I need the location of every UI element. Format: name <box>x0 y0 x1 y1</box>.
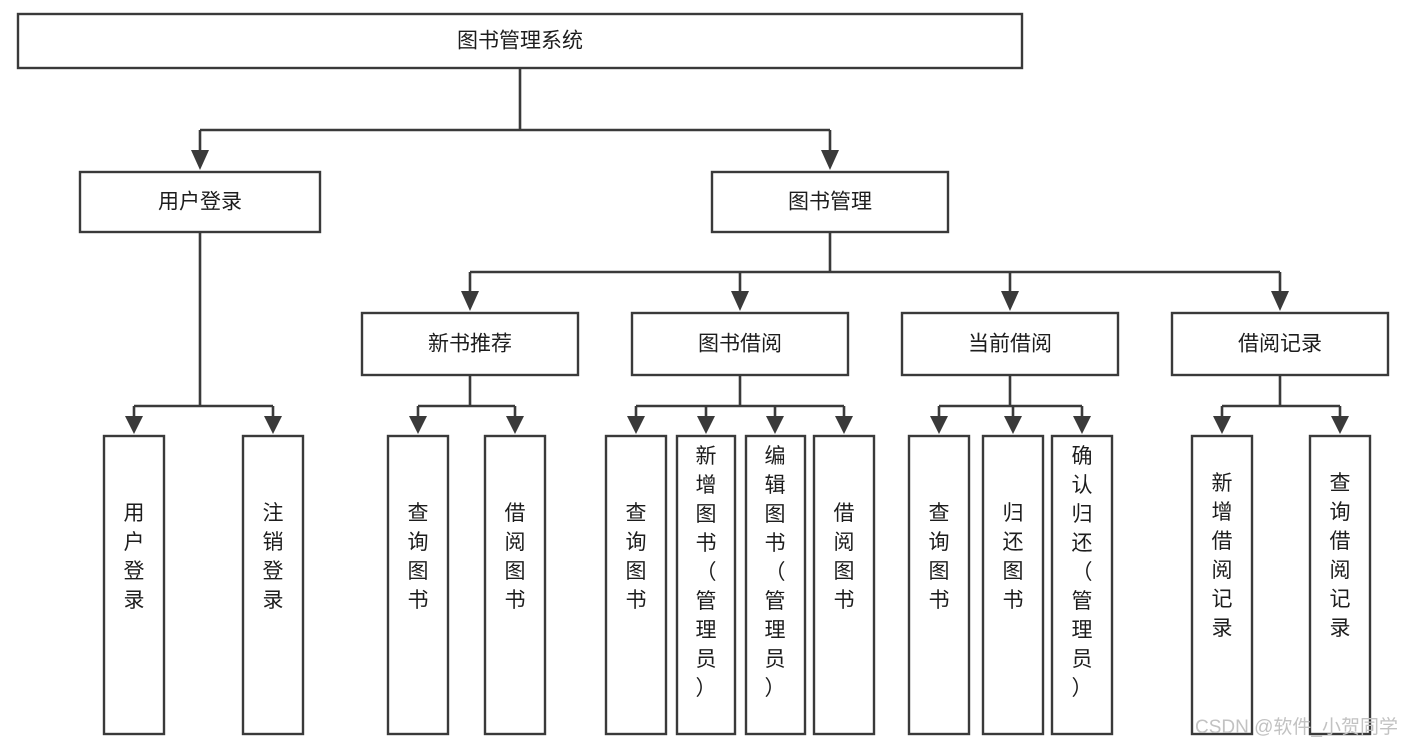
arrow-to-leaf-return-book <box>1004 416 1022 434</box>
node-leaf-query-book-recommend-box[interactable] <box>386 434 450 736</box>
node-leaf-query-book-current[interactable]: 查询图书 <box>907 434 971 736</box>
node-leaf-return-book[interactable]: 归还图书 <box>981 434 1045 736</box>
node-borrow-records-box[interactable] <box>1170 311 1390 377</box>
node-leaf-add-borrow-record-label: 新增借阅记录 <box>1212 472 1233 640</box>
arrow-to-leaf-borrow-book-recommend <box>506 416 524 434</box>
node-current-borrow-box[interactable] <box>900 311 1120 377</box>
node-book-borrow-label: 图书借阅 <box>698 333 782 356</box>
arrow-to-leaf-logout-login <box>264 416 282 434</box>
node-leaf-edit-book-admin-label: 编辑图书（管理员） <box>765 445 786 700</box>
arrow-to-current-borrow <box>1001 291 1019 311</box>
node-book-management-label: 图书管理 <box>788 191 872 214</box>
arrow-to-book-borrow <box>731 291 749 311</box>
node-root-label: 图书管理系统 <box>457 30 583 53</box>
node-user-login[interactable]: 用户登录 <box>78 170 322 234</box>
node-leaf-logout-login-label: 注销登录 <box>263 502 284 612</box>
node-leaf-borrow-book-recommend[interactable]: 借阅图书 <box>483 434 547 736</box>
node-leaf-query-borrow-record-box[interactable] <box>1308 434 1372 736</box>
node-leaf-return-book-label: 归还图书 <box>1003 502 1024 612</box>
node-root[interactable]: 图书管理系统 <box>16 12 1024 70</box>
node-leaf-logout-login[interactable]: 注销登录 <box>241 434 305 736</box>
node-leaf-borrow-book[interactable]: 借阅图书 <box>812 434 876 736</box>
node-leaf-query-borrow-record[interactable]: 查询借阅记录 <box>1308 434 1372 736</box>
node-leaf-query-book-current-box[interactable] <box>907 434 971 736</box>
node-leaf-query-book-borrow-label: 查询图书 <box>626 502 647 612</box>
node-book-management[interactable]: 图书管理 <box>710 170 950 234</box>
node-leaf-edit-book-admin-box[interactable] <box>744 434 807 736</box>
arrow-to-leaf-borrow-book <box>835 416 853 434</box>
node-book-borrow-box[interactable] <box>630 311 850 377</box>
node-leaf-query-book-current-label: 查询图书 <box>929 502 950 612</box>
arrow-root-to-user-login <box>191 150 209 170</box>
node-leaf-add-book-admin-label: 新增图书（管理员） <box>696 445 717 700</box>
node-leaf-logout-login-box[interactable] <box>241 434 305 736</box>
node-leaf-add-book-admin[interactable]: 新增图书（管理员） <box>675 434 737 736</box>
node-borrow-records[interactable]: 借阅记录 <box>1170 311 1390 377</box>
node-leaf-confirm-return-admin-label: 确认归还（管理员） <box>1072 445 1093 700</box>
node-borrow-records-label: 借阅记录 <box>1238 333 1322 356</box>
arrow-root-to-book-management <box>821 150 839 170</box>
node-current-borrow-label: 当前借阅 <box>968 333 1052 356</box>
arrow-to-leaf-query-book-current <box>930 416 948 434</box>
node-leaf-return-book-box[interactable] <box>981 434 1045 736</box>
arrow-to-leaf-query-book-recommend <box>409 416 427 434</box>
arrow-to-leaf-confirm-return-admin <box>1073 416 1091 434</box>
node-leaf-add-book-admin-box[interactable] <box>675 434 737 736</box>
node-leaf-query-book-recommend[interactable]: 查询图书 <box>386 434 450 736</box>
arrow-to-leaf-add-borrow-record <box>1213 416 1231 434</box>
node-leaf-edit-book-admin[interactable]: 编辑图书（管理员） <box>744 434 807 736</box>
node-leaf-query-book-recommend-label: 查询图书 <box>408 502 429 612</box>
arrow-to-leaf-add-book-admin <box>697 416 715 434</box>
node-book-borrow[interactable]: 图书借阅 <box>630 311 850 377</box>
node-leaf-add-borrow-record-box[interactable] <box>1190 434 1254 736</box>
node-user-login-label: 用户登录 <box>158 191 242 214</box>
node-leaf-confirm-return-admin-box[interactable] <box>1050 434 1114 736</box>
node-leaf-confirm-return-admin[interactable]: 确认归还（管理员） <box>1050 434 1114 736</box>
arrow-to-borrow-records <box>1271 291 1289 311</box>
node-leaf-user-login-label: 用户登录 <box>124 502 145 612</box>
arrow-to-new-book-recommend <box>461 291 479 311</box>
node-leaf-borrow-book-recommend-label: 借阅图书 <box>505 502 526 612</box>
connector-layer <box>125 68 1349 434</box>
node-new-book-recommend-box[interactable] <box>360 311 580 377</box>
node-leaf-user-login-box[interactable] <box>102 434 166 736</box>
node-leaf-borrow-book-label: 借阅图书 <box>834 502 855 612</box>
node-leaf-borrow-book-box[interactable] <box>812 434 876 736</box>
node-leaf-add-borrow-record[interactable]: 新增借阅记录 <box>1190 434 1254 736</box>
arrow-to-leaf-query-book-borrow <box>627 416 645 434</box>
arrow-to-leaf-query-borrow-record <box>1331 416 1349 434</box>
node-leaf-user-login[interactable]: 用户登录 <box>102 434 166 736</box>
node-new-book-recommend-label: 新书推荐 <box>428 333 512 356</box>
arrow-to-leaf-user-login <box>125 416 143 434</box>
node-leaf-query-book-borrow-box[interactable] <box>604 434 668 736</box>
node-leaf-query-book-borrow[interactable]: 查询图书 <box>604 434 668 736</box>
node-book-management-box[interactable] <box>710 170 950 234</box>
node-user-login-box[interactable] <box>78 170 322 234</box>
node-leaf-query-borrow-record-label: 查询借阅记录 <box>1330 472 1351 640</box>
node-new-book-recommend[interactable]: 新书推荐 <box>360 311 580 377</box>
csdn-watermark: CSDN @软件_小贺同学 <box>1195 716 1398 738</box>
node-current-borrow[interactable]: 当前借阅 <box>900 311 1120 377</box>
node-root-box[interactable] <box>16 12 1024 70</box>
node-leaf-borrow-book-recommend-box[interactable] <box>483 434 547 736</box>
arrow-to-leaf-edit-book-admin <box>766 416 784 434</box>
